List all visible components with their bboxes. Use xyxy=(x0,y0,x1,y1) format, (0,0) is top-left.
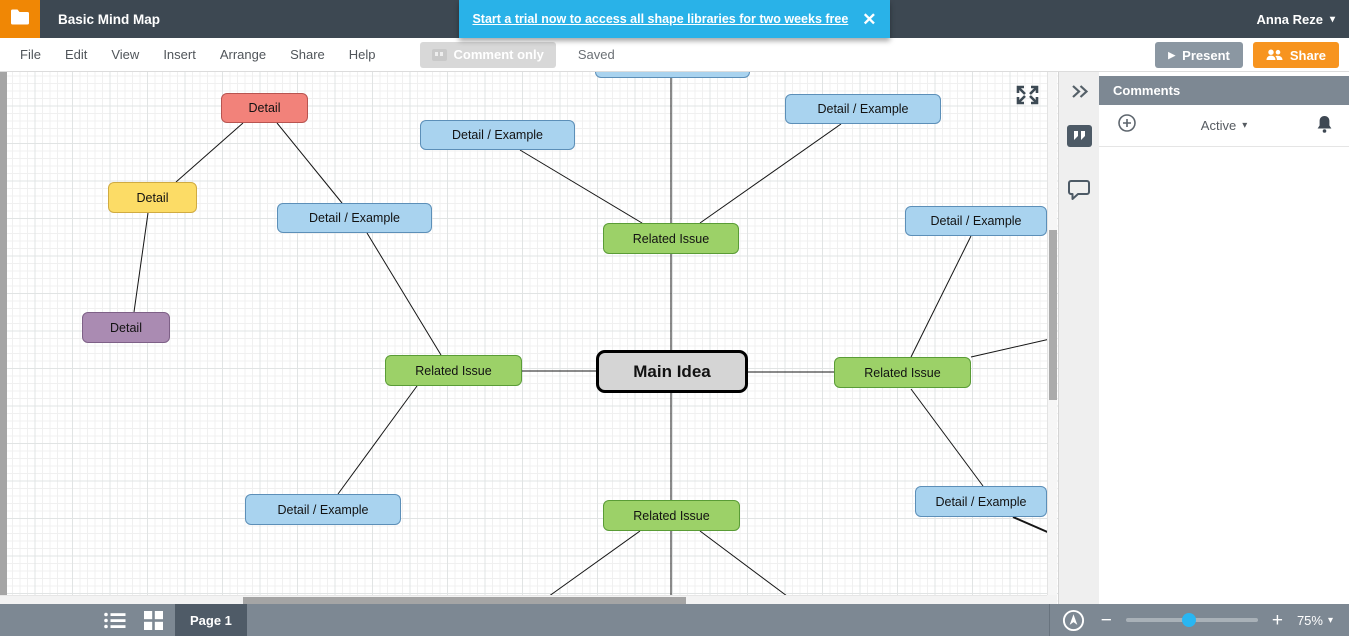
add-comment-icon[interactable] xyxy=(1117,113,1137,138)
zoom-caret-icon: ▾ xyxy=(1327,614,1333,626)
menu-file[interactable]: File xyxy=(20,47,41,62)
save-status: Saved xyxy=(577,47,615,62)
share-button[interactable]: Share xyxy=(1252,42,1339,68)
bottom-bar: Page 1 − + 75% ▾ xyxy=(0,604,1349,636)
trial-banner: Start a trial now to access all shape li… xyxy=(459,0,890,38)
vertical-scrollbar xyxy=(1047,72,1057,595)
home-folder-button[interactable] xyxy=(0,0,40,38)
user-menu[interactable]: Anna Reze ▾ xyxy=(1257,0,1336,38)
play-icon: ▶ xyxy=(1168,49,1176,60)
vertical-scrollbar-thumb[interactable] xyxy=(1049,230,1057,400)
zoom-out-button[interactable]: − xyxy=(1100,609,1112,631)
collapse-panel-icon[interactable] xyxy=(1070,84,1089,104)
pages-list-icon[interactable] xyxy=(104,612,126,629)
zoom-controls: − + 75% ▾ xyxy=(1048,604,1349,636)
comments-filter-value: Active xyxy=(1200,118,1237,133)
horizontal-scrollbar xyxy=(0,595,1048,604)
canvas-left-page-edge xyxy=(0,72,7,604)
comment-only-label: Comment only xyxy=(453,47,544,62)
comments-panel-header: Comments xyxy=(1099,76,1349,105)
mindmap-node-detail-example-right[interactable]: Detail / Example xyxy=(905,206,1047,236)
mindmap-node-related-issue-bottom[interactable]: Related Issue xyxy=(603,500,740,531)
menubar-actions: ▶ Present Share xyxy=(1155,42,1339,68)
chevron-down-icon: ▾ xyxy=(1242,120,1248,131)
mindmap-node-related-issue-left[interactable]: Related Issue xyxy=(385,355,522,386)
mindmap-node-related-issue-top[interactable]: Related Issue xyxy=(603,223,739,254)
mindmap-node-partial-top[interactable] xyxy=(595,72,750,78)
mindmap-node-detail-example-top-right[interactable]: Detail / Example xyxy=(785,94,941,124)
share-label: Share xyxy=(1289,47,1326,63)
pages-grid-icon[interactable] xyxy=(144,610,163,630)
menu-share[interactable]: Share xyxy=(290,47,325,62)
comment-only-icon xyxy=(431,48,447,61)
scrollbar-corner xyxy=(1047,595,1057,604)
document-title: Basic Mind Map xyxy=(58,11,161,27)
mindmap-node-related-issue-right[interactable]: Related Issue xyxy=(834,357,971,388)
page-tab[interactable]: Page 1 xyxy=(175,604,247,636)
menu-insert[interactable]: Insert xyxy=(163,47,196,62)
comments-tab-icon[interactable] xyxy=(1066,124,1092,153)
present-button[interactable]: ▶ Present xyxy=(1155,42,1243,68)
mindmap-node-detail-red[interactable]: Detail xyxy=(221,93,308,123)
menu-items: File Edit View Insert Arrange Share Help xyxy=(20,47,400,62)
comments-filter-dropdown[interactable]: Active ▾ xyxy=(1201,118,1247,133)
banner-close-icon[interactable]: ✕ xyxy=(862,9,877,29)
comments-list-empty xyxy=(1099,147,1349,604)
fullscreen-icon[interactable] xyxy=(1015,84,1040,111)
user-name: Anna Reze xyxy=(1256,11,1323,27)
mindmap-node-detail-example-mid-left[interactable]: Detail / Example xyxy=(277,203,432,233)
bottombar-divider xyxy=(1048,604,1050,636)
comments-panel: Comments Active ▾ xyxy=(1099,72,1349,604)
zoom-level-value: 75% xyxy=(1296,612,1323,628)
menu-arrange[interactable]: Arrange xyxy=(219,47,267,62)
mindmap-node-detail-yellow[interactable]: Detail xyxy=(108,182,197,213)
zoom-level-dropdown[interactable]: 75% ▾ xyxy=(1297,613,1345,628)
menu-help[interactable]: Help xyxy=(348,47,376,62)
comments-panel-title: Comments xyxy=(1113,83,1181,98)
right-sidebar-strip xyxy=(1059,72,1099,604)
horizontal-scrollbar-thumb[interactable] xyxy=(243,597,686,604)
menubar: File Edit View Insert Arrange Share Help Comme… xyxy=(0,38,1349,72)
page-tab-label: Page 1 xyxy=(190,612,232,628)
menu-view[interactable]: View xyxy=(111,47,140,62)
comment-only-badge[interactable]: Comment only xyxy=(419,41,556,68)
mindmap-node-detail-example-bottom-left[interactable]: Detail / Example xyxy=(245,494,401,525)
zoom-in-button[interactable]: + xyxy=(1271,609,1283,631)
mindmap-node-detail-purple[interactable]: Detail xyxy=(82,312,170,343)
zoom-slider-thumb[interactable] xyxy=(1182,613,1197,627)
zoom-slider[interactable] xyxy=(1125,613,1258,627)
app-header: Basic Mind Map Start a trial now to acce… xyxy=(0,0,1349,38)
people-icon xyxy=(1266,49,1283,61)
mindmap-node-detail-example-bottom-right[interactable]: Detail / Example xyxy=(915,486,1047,517)
user-caret-icon: ▾ xyxy=(1329,13,1335,25)
chat-bubble-icon[interactable] xyxy=(1067,179,1091,206)
mindmap-node-main-idea[interactable]: Main Idea xyxy=(596,350,748,393)
notifications-bell-icon[interactable] xyxy=(1316,115,1333,140)
mindmap-node-detail-example-top-left[interactable]: Detail / Example xyxy=(420,120,575,150)
present-label: Present xyxy=(1182,47,1230,63)
trial-banner-link[interactable]: Start a trial now to access all shape li… xyxy=(472,12,849,26)
reset-view-icon[interactable] xyxy=(1062,609,1085,632)
comments-toolbar: Active ▾ xyxy=(1099,105,1349,147)
folder-icon xyxy=(10,9,30,30)
menu-edit[interactable]: Edit xyxy=(64,47,88,62)
